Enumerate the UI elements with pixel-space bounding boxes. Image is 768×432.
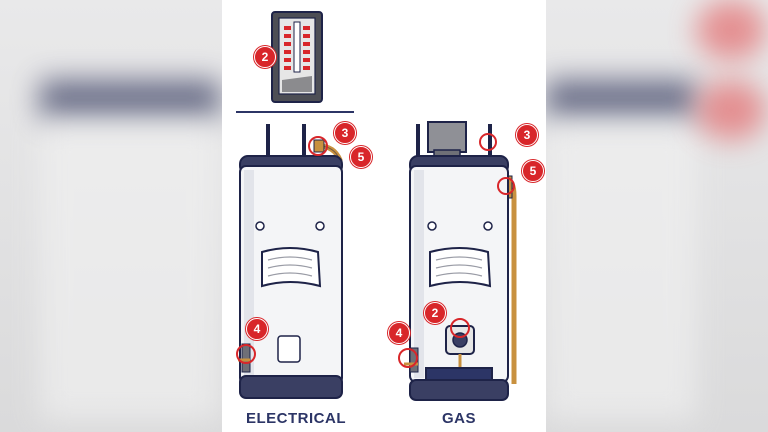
water-heater-diagram (236, 11, 517, 401)
callout-gas-pipe-badge: 5 (522, 160, 544, 182)
gas-water-heater (404, 121, 517, 401)
blur-red-circle (696, 0, 766, 60)
callout-elec-pipe-badge: 5 (350, 146, 372, 168)
blur-shape (40, 120, 220, 420)
diagram-panel: 2 3 5 4 3 5 2 4 ELECTRICAL GAS (222, 0, 546, 432)
blur-red-circle (696, 80, 766, 140)
callout-rings (236, 133, 515, 368)
background-left (0, 0, 222, 432)
background-right (546, 0, 768, 432)
callout-gas-control-badge: 2 (424, 302, 446, 324)
blur-shape (546, 80, 696, 120)
callout-elec-valve-badge: 3 (334, 122, 356, 144)
callout-elec-drain-badge: 4 (246, 318, 268, 340)
gas-label: GAS (442, 410, 477, 427)
electrical-label: ELECTRICAL (246, 410, 346, 427)
callout-gas-drain-badge: 4 (388, 322, 410, 344)
thermostat-inset (271, 11, 323, 103)
blur-shape (546, 120, 696, 420)
blur-shape (40, 80, 220, 120)
callout-thermostat-badge: 2 (254, 46, 276, 68)
callout-gas-valve-badge: 3 (516, 124, 538, 146)
